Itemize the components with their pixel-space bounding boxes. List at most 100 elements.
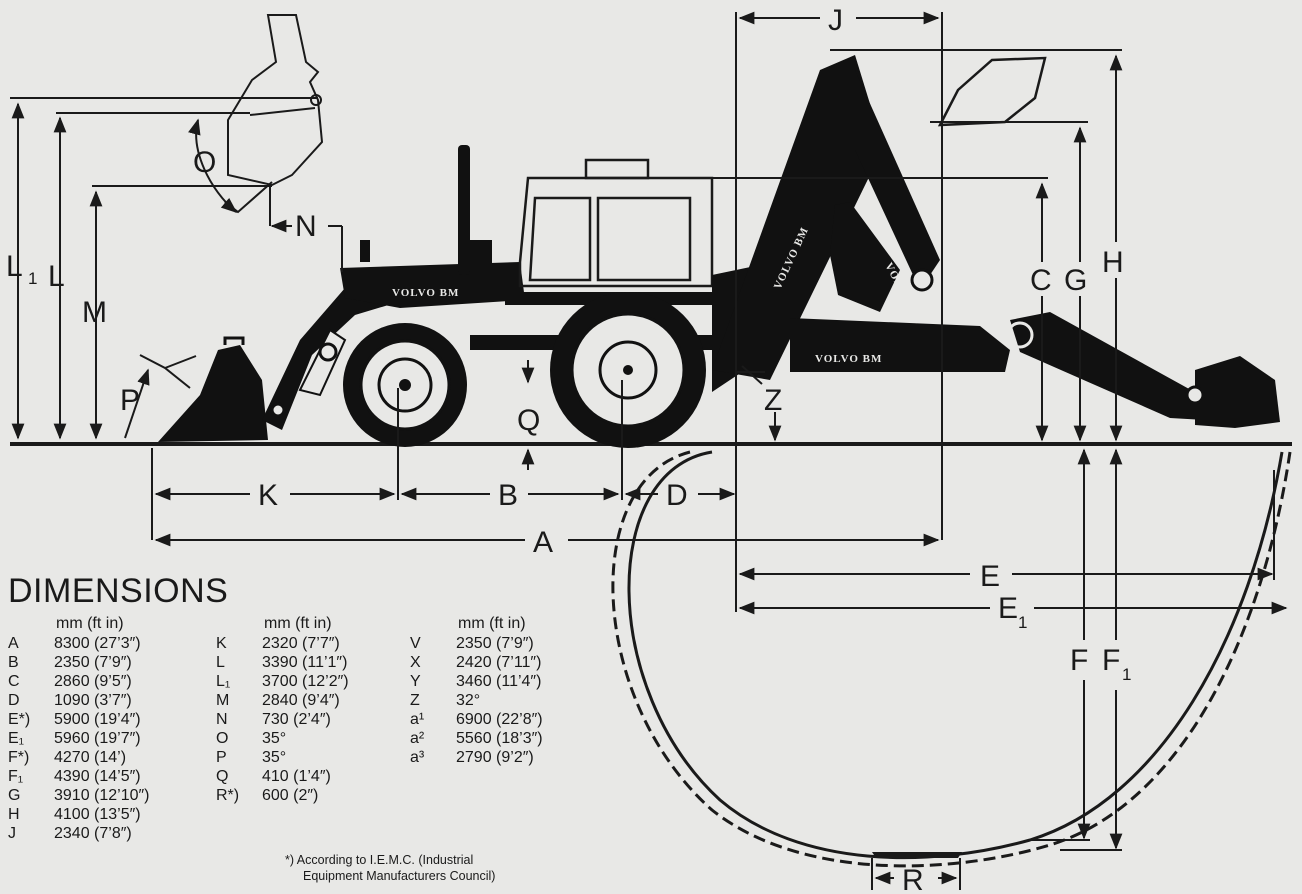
- dimension-value: 2320 (7’7″): [262, 635, 340, 652]
- front-wheel: [343, 323, 467, 447]
- label-N: N: [295, 210, 317, 243]
- dimension-row: O 35°: [216, 729, 349, 748]
- backhoe-loader-machine: [158, 14, 1280, 448]
- dimension-row: V 2350 (7’9″): [410, 634, 543, 653]
- dimension-value: 5560 (18’3″): [456, 730, 543, 747]
- dimension-code: G: [8, 787, 21, 804]
- dimension-code: a²: [410, 730, 425, 747]
- footnote-line-2: Equipment Manufacturers Council): [303, 869, 496, 883]
- dimension-value: 4270 (14’): [54, 749, 127, 766]
- dimension-row: C 2860 (9’5″): [8, 672, 150, 691]
- label-A: A: [533, 526, 553, 559]
- dimension-value: 4390 (14’5″): [54, 768, 141, 785]
- dimension-code: C: [8, 673, 20, 690]
- digging-envelope: [611, 450, 1292, 868]
- dimension-value: 2860 (9’5″): [54, 673, 132, 690]
- label-H: H: [1102, 246, 1124, 279]
- rear-wheel: [550, 292, 706, 448]
- label-Q: Q: [517, 404, 540, 437]
- dimension-code: R*): [216, 787, 240, 804]
- footnote-line-1: *) According to I.E.M.C. (Industrial: [285, 853, 474, 867]
- dimension-code: B: [8, 654, 19, 671]
- label-P: P: [120, 384, 140, 417]
- label-E1-sub: 1: [1018, 613, 1027, 632]
- label-L1-sub: 1: [28, 269, 37, 288]
- label-G: G: [1064, 264, 1087, 297]
- dimension-code: N: [216, 711, 228, 728]
- dimensions-footnote: *) According to I.E.M.C. (Industrial Equ…: [285, 852, 495, 884]
- dimension-value: 8300 (27’3″): [54, 635, 141, 652]
- label-E: E: [980, 560, 1000, 593]
- brand-text-extended: VOLVO BM: [815, 353, 882, 365]
- dimension-value: 4100 (13’5″): [54, 806, 141, 823]
- dimension-code: M: [216, 692, 230, 709]
- dimension-value: 3910 (12’10″): [54, 787, 150, 804]
- dimension-code: Z: [410, 692, 420, 709]
- dimension-value: 5900 (19’4″): [54, 711, 141, 728]
- dimension-row: J 2340 (7’8″): [8, 824, 150, 843]
- dimension-code: J: [8, 825, 16, 842]
- dimension-row: M 2840 (9’4″): [216, 691, 349, 710]
- label-B: B: [498, 479, 518, 512]
- dimension-row: H 4100 (13’5″): [8, 805, 150, 824]
- dimension-row: a¹ 6900 (22’8″): [410, 710, 543, 729]
- label-F1: F: [1102, 644, 1120, 677]
- dimension-row: E*)5900 (19’4″): [8, 710, 150, 729]
- dimension-value: 410 (1’4″): [262, 768, 331, 785]
- dimension-value: 600 (2″): [262, 787, 319, 804]
- dimension-row: F₁ 4390 (14’5″): [8, 767, 150, 786]
- dimension-row: F*) 4270 (14’): [8, 748, 150, 767]
- dimension-row: E₁ 5960 (19’7″): [8, 729, 150, 748]
- label-E1: E: [998, 592, 1018, 625]
- dimensions-title: DIMENSIONS: [8, 572, 229, 610]
- dimension-row: K 2320 (7’7″): [216, 634, 349, 653]
- dimension-value: 2420 (7’11″): [456, 654, 542, 671]
- dimension-lines: [10, 11, 1288, 890]
- dimension-row: X 2420 (7’11″): [410, 653, 543, 672]
- dimension-code: a³: [410, 749, 425, 766]
- label-K: K: [258, 479, 278, 512]
- dimension-code: V: [410, 635, 421, 652]
- dimension-code: E₁: [8, 730, 25, 747]
- dimension-value: 3700 (12’2″): [262, 673, 349, 690]
- dimension-code: H: [8, 806, 20, 823]
- dimension-value: 3390 (11’1″): [262, 654, 348, 671]
- dimension-value: 6900 (22’8″): [456, 711, 543, 728]
- dimension-value: 2340 (7’8″): [54, 825, 132, 842]
- brand-text-loader: VOLVO BM: [392, 287, 459, 299]
- label-C: C: [1030, 264, 1052, 297]
- dimension-code: L₁: [216, 673, 231, 690]
- unit-header: mm (ft in): [56, 615, 124, 632]
- dimension-code: a¹: [410, 711, 425, 728]
- label-O: O: [193, 146, 216, 179]
- dimension-code: K: [216, 635, 227, 652]
- dimension-code: X: [410, 654, 421, 671]
- dimension-value: 2350 (7’9″): [456, 635, 534, 652]
- dimension-value: 2840 (9’4″): [262, 692, 340, 709]
- dimension-row: R*) 600 (2″): [216, 786, 349, 805]
- dimension-code: A: [8, 635, 19, 652]
- dimension-value: 35°: [262, 749, 287, 766]
- dimension-row: P 35°: [216, 748, 349, 767]
- label-D: D: [666, 479, 688, 512]
- dimension-code: Y: [410, 673, 421, 690]
- dimension-value: 35°: [262, 730, 287, 747]
- dimension-code: P: [216, 749, 227, 766]
- unit-header: mm (ft in): [458, 615, 526, 632]
- dimension-code: F*): [8, 749, 30, 766]
- dimension-row: L₁ 3700 (12’2″): [216, 672, 349, 691]
- label-J: J: [828, 4, 843, 37]
- label-M: M: [82, 296, 107, 329]
- dimension-row: a² 5560 (18’3″): [410, 729, 543, 748]
- dimension-code: F₁: [8, 768, 24, 785]
- dimension-value: 5960 (19’7″): [54, 730, 141, 747]
- dimension-code: O: [216, 730, 229, 747]
- label-F: F: [1070, 644, 1088, 677]
